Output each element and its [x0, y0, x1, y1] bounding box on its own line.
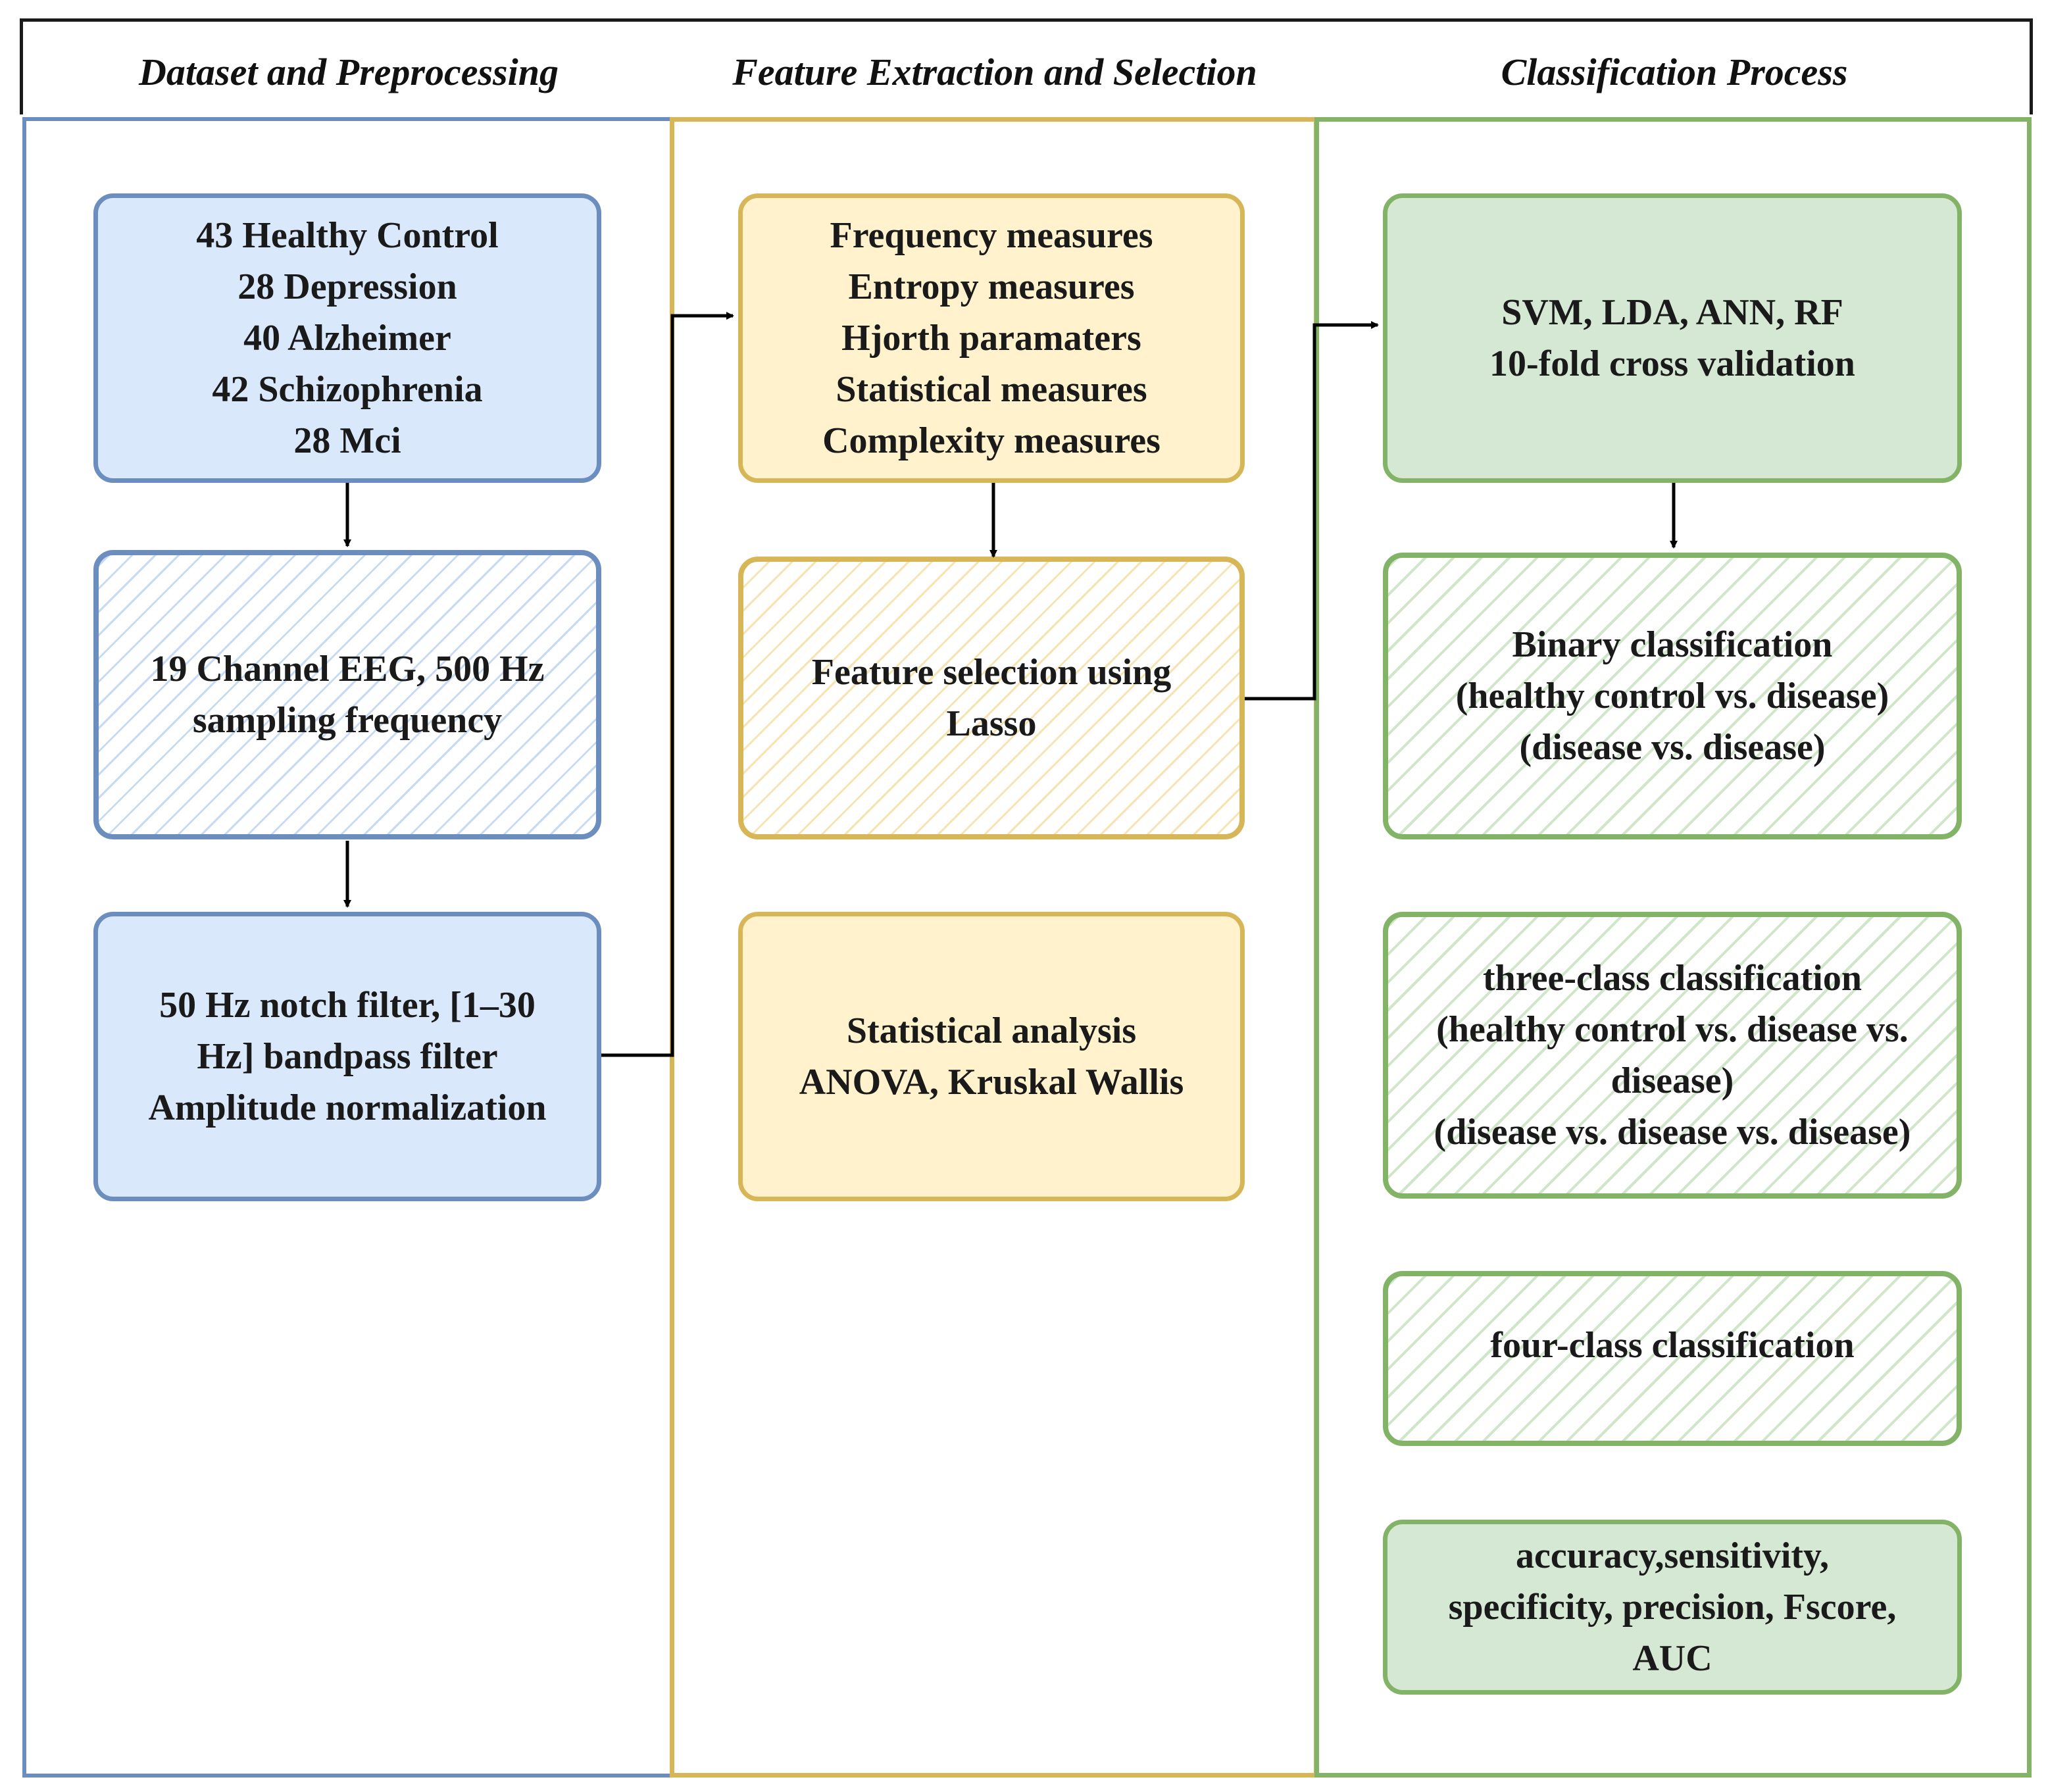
eeg-recording-box: 19 Channel EEG, 500 Hz sampling frequenc…	[93, 550, 601, 839]
eeg-line: sampling frequency	[192, 700, 503, 741]
feature-line: Hjorth paramaters	[841, 318, 1141, 359]
filter-line: 50 Hz notch filter, [1–30	[159, 985, 536, 1026]
lane-classification	[1314, 117, 2032, 1778]
arrow-filter-to-features	[601, 312, 734, 1057]
lasso-line: Lasso	[946, 703, 1037, 744]
feature-line: Statistical measures	[836, 369, 1147, 410]
metrics-line: accuracy,sensitivity,	[1516, 1535, 1829, 1576]
three-class-line: (disease vs. disease vs. disease)	[1434, 1112, 1911, 1153]
metrics-line: specificity, precision, Fscore,	[1448, 1587, 1897, 1628]
statistical-analysis-box: Statistical analysis ANOVA, Kruskal Wall…	[738, 912, 1245, 1201]
eeg-line: 19 Channel EEG, 500 Hz	[150, 649, 545, 689]
feature-measures-box: Frequency measures Entropy measures Hjor…	[738, 193, 1245, 483]
three-class-classification-box: three-class classification (healthy cont…	[1383, 912, 1962, 1199]
column-header-classification: Classification Process	[1501, 51, 1848, 93]
four-class-line: four-class classification	[1490, 1325, 1855, 1366]
arrow-lasso-to-classifiers	[1245, 321, 1379, 701]
preprocessing-filter-box: 50 Hz notch filter, [1–30 Hz] bandpass f…	[93, 912, 601, 1201]
metrics-box: accuracy,sensitivity, specificity, preci…	[1383, 1520, 1962, 1695]
binary-line: (healthy control vs. disease)	[1455, 676, 1889, 716]
dataset-line: 28 Mci	[293, 420, 401, 461]
binary-line: (disease vs. disease)	[1519, 727, 1826, 768]
stats-line: ANOVA, Kruskal Wallis	[799, 1062, 1184, 1103]
dataset-line: 43 Healthy Control	[196, 215, 499, 256]
dataset-line: 42 Schizophrenia	[212, 369, 483, 410]
binary-classification-box: Binary classification (healthy control v…	[1383, 553, 1962, 839]
metrics-line: AUC	[1632, 1638, 1712, 1679]
header-bar	[20, 18, 2033, 114]
filter-line: Amplitude normalization	[148, 1087, 547, 1128]
feature-line: Complexity measures	[822, 420, 1161, 461]
column-header-features: Feature Extraction and Selection	[732, 51, 1257, 93]
filter-line: Hz] bandpass filter	[197, 1036, 498, 1077]
column-header-dataset: Dataset and Preprocessing	[139, 51, 559, 93]
three-class-line: (healthy control vs. disease vs.	[1436, 1009, 1909, 1050]
three-class-line: disease)	[1611, 1060, 1734, 1101]
classifiers-line: SVM, LDA, ANN, RF	[1501, 292, 1843, 333]
classifiers-line: 10-fold cross validation	[1489, 343, 1855, 384]
lasso-line: Feature selection using	[811, 652, 1172, 693]
lasso-selection-box: Feature selection using Lasso	[738, 557, 1245, 839]
three-class-line: three-class classification	[1483, 958, 1862, 999]
dataset-line: 28 Depression	[237, 266, 457, 307]
feature-line: Frequency measures	[830, 215, 1153, 256]
classifiers-box: SVM, LDA, ANN, RF 10-fold cross validati…	[1383, 193, 1962, 483]
four-class-classification-box: four-class classification	[1383, 1271, 1962, 1446]
dataset-box: 43 Healthy Control 28 Depression 40 Alzh…	[93, 193, 601, 483]
dataset-line: 40 Alzheimer	[243, 318, 451, 359]
stats-line: Statistical analysis	[846, 1010, 1137, 1051]
binary-line: Binary classification	[1512, 624, 1833, 665]
feature-line: Entropy measures	[848, 266, 1135, 307]
